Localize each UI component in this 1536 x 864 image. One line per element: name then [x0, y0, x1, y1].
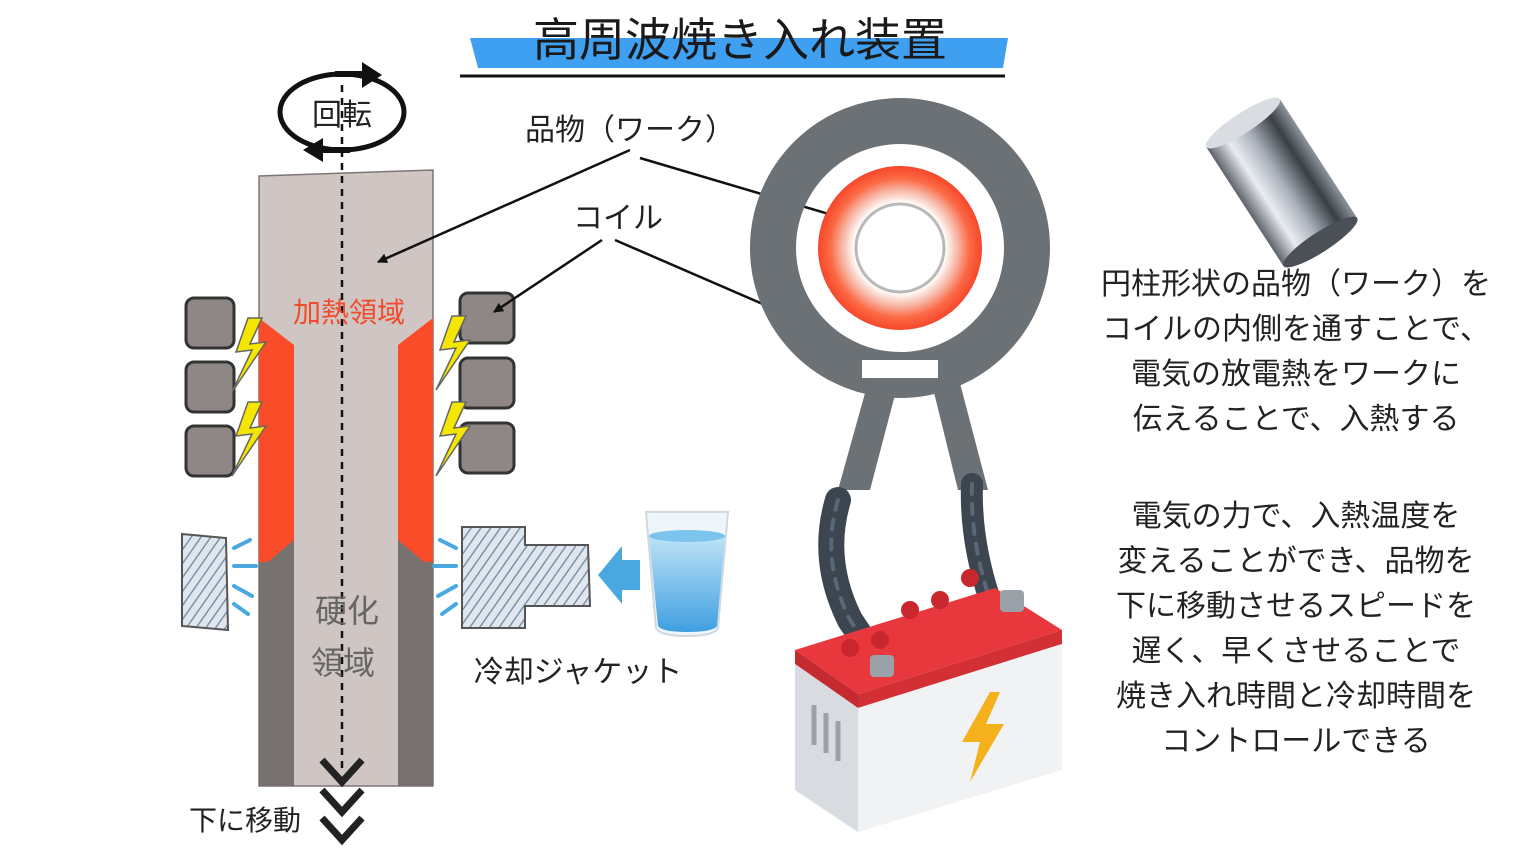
move-down-label: 下に移動	[189, 804, 301, 837]
coil-section-right	[458, 291, 516, 475]
heated-layer-right	[398, 318, 433, 562]
description-line: 伝えることで、入熱する	[1132, 402, 1460, 437]
heated-layer-left	[259, 318, 294, 562]
description-line: 下に移動させるスピードを	[1116, 589, 1476, 624]
description-line: 変えることができ、品物を	[1117, 544, 1475, 579]
title-highlight	[470, 38, 1008, 68]
down-chevron-icon	[319, 757, 365, 846]
water-splash-icon	[232, 538, 458, 616]
title: 高周波焼き入れ装置	[533, 13, 947, 67]
title-block: 高周波焼き入れ装置	[460, 13, 1008, 78]
description-line: 遅く、早くさせることで	[1131, 634, 1461, 669]
battery-icon	[795, 569, 1062, 832]
coil-label: コイル	[573, 201, 663, 236]
lightning-bolt-icon	[231, 315, 472, 477]
work-piece-section	[258, 169, 434, 787]
induction-coil	[750, 98, 1050, 490]
description-line: コントロールできる	[1161, 724, 1431, 759]
work-label: 品物（ワーク）	[525, 113, 735, 148]
description-paragraph-2: 電気の力で、入熱温度を 変えることができ、品物を 下に移動させるスピードを 遅く…	[1068, 494, 1524, 764]
water-flow-arrow	[598, 546, 640, 604]
cooling-jacket-label: 冷却ジャケット	[474, 655, 683, 690]
heating-zone-label: 加熱領域	[293, 296, 405, 329]
description-paragraph-1: 円柱形状の品物（ワーク）を コイルの内側を通すことで、 電気の放電熱をワークに …	[1068, 262, 1524, 442]
description-line: 電気の放電熱をワークに	[1131, 357, 1461, 392]
description-line: コイルの内側を通すことで、	[1102, 312, 1490, 347]
description-line: 焼き入れ時間と冷却時間を	[1116, 679, 1476, 714]
coil-section-left	[184, 296, 236, 478]
description-line: 電気の力で、入熱温度を	[1131, 499, 1461, 534]
hardened-zone-label-2: 領域	[311, 644, 375, 682]
cooling-jacket-left	[181, 532, 230, 632]
description-line: 円柱形状の品物（ワーク）を	[1101, 267, 1491, 302]
cooling-jacket-right	[461, 526, 592, 629]
metal-cylinder-icon	[1205, 97, 1358, 268]
hardened-zone-label-1: 硬化	[315, 592, 379, 630]
water-glass-icon	[644, 511, 730, 638]
